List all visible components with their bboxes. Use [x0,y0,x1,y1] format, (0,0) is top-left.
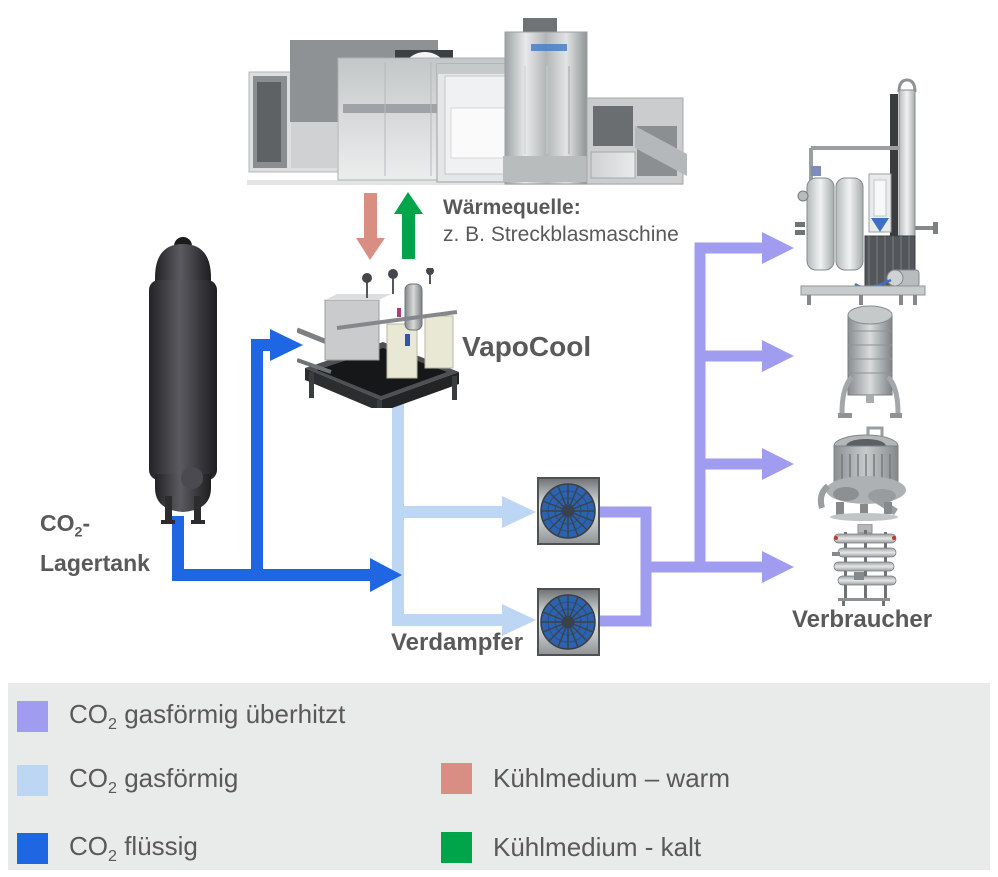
co2-tank-label: CO2- Lagertank [40,508,150,578]
buffer-tank-image [838,305,902,418]
flow-lines [172,192,794,636]
stretch-blow-molder-image [247,18,687,185]
co2-tank-label-line2: Lagertank [40,549,150,576]
co2-liquid-arrowhead-main [370,558,402,592]
legend-swatch-co2-superheated [17,701,48,733]
consumers-label: Verbraucher [792,606,933,633]
co2-gas-line-bottom [392,403,504,626]
co2-superheated-trunk [694,242,764,572]
co2-gas-arrowhead-bottom [502,604,536,636]
co2-tank-label-line1: CO2- [40,510,91,541]
rotary-filler-image [817,426,906,521]
co2-liquid-line-main [172,516,372,581]
co2-gas-arrowhead-top [502,496,536,528]
co2-superheated-collector [598,506,652,627]
cooler-unit-image [795,78,938,305]
legend-item-co2-gaseous: CO2 gasförmig [17,763,238,798]
legend-item-co2-superheated: CO2 gasförmig überhitzt [17,699,345,734]
co2-tank-image [149,237,217,524]
legend-label-coolant-warm: Kühlmedium – warm [493,763,730,793]
legend-label-co2-superheated: CO2 gasförmig überhitzt [69,699,346,734]
co2-liquid-arrowhead-vapocool [270,329,303,361]
legend-item-coolant-cold: Kühlmedium - kalt [441,832,701,863]
legend-item-co2-liquid: CO2 flüssig [17,831,198,866]
legend-swatch-coolant-warm [441,763,472,794]
legend-panel: CO2 gasförmig überhitzt CO2 gasförmig CO… [8,683,990,870]
evaporator-top-image [537,477,600,545]
co2-liquid-branch-vapocool [251,339,272,581]
evaporator-label: Verdampfer [391,629,524,656]
co2-superheated-arrowhead-2 [762,340,794,372]
vapocool-label: VapoCool [462,331,592,362]
tube-heat-exchanger-image [832,524,897,606]
co2-superheated-arrowhead-3 [762,448,794,480]
legend-item-coolant-warm: Kühlmedium – warm [441,763,730,794]
coolant-cold-arrow-icon [394,192,423,259]
legend-swatch-co2-liquid [17,833,48,865]
fan-icon [540,594,596,650]
vapocool-unit-image [297,268,459,408]
legend-label-co2-gaseous: CO2 gasförmig [69,763,239,798]
legend-swatch-co2-gaseous [17,765,48,797]
coolant-warm-arrow-icon [356,193,385,260]
fan-icon [540,483,596,539]
legend-swatch-coolant-cold [441,832,472,863]
co2-superheated-arrowhead-4 [762,551,794,583]
co2-superheated-arrowhead-1 [762,232,794,264]
heat-source-label: Wärmequelle: z. B. Streckblasmaschine [443,194,679,248]
legend-label-co2-liquid: CO2 flüssig [69,831,198,866]
heat-source-title: Wärmequelle: [443,196,581,219]
evaporator-bottom-image [537,588,600,656]
heat-source-subtitle: z. B. Streckblasmaschine [443,223,679,246]
legend-label-coolant-cold: Kühlmedium - kalt [493,832,702,862]
